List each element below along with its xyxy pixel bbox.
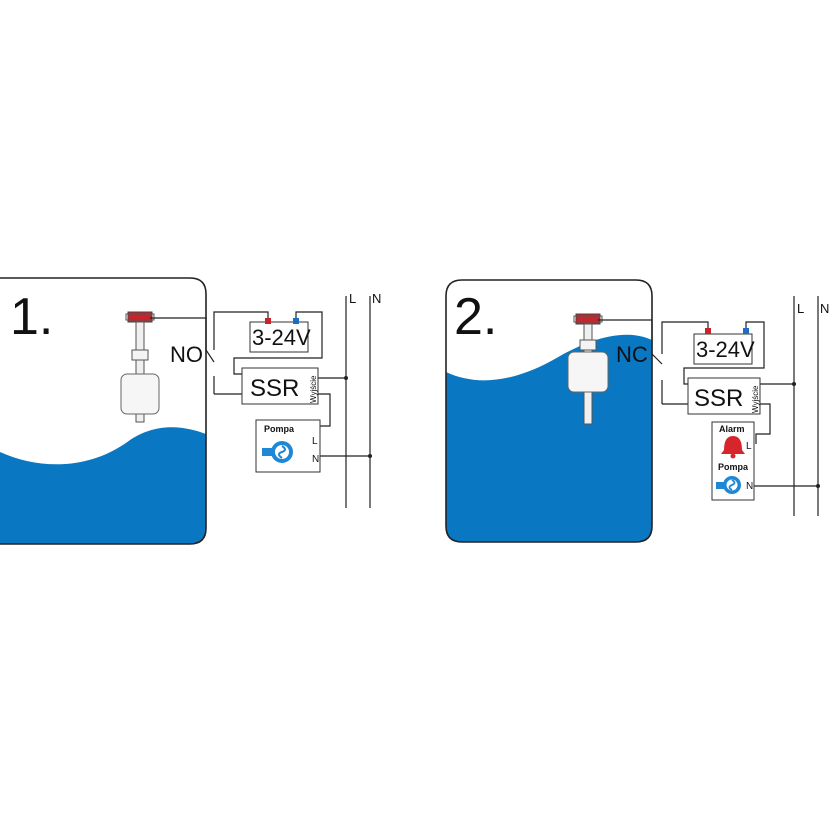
supply-box: 3-24V — [249, 318, 311, 353]
supply-label: 3-24V — [252, 325, 311, 350]
panel-1: 1. NO 3-24V — [0, 277, 381, 545]
terminal-n: N — [312, 454, 319, 465]
pump-label: Pompa — [264, 424, 295, 434]
alarm-label: Alarm — [719, 424, 745, 434]
tank-outline-1 — [0, 277, 207, 545]
relay-label: SSR — [250, 375, 299, 402]
switch-label: NC — [616, 342, 648, 367]
alarm-pump-box: Alarm L Pompa N — [711, 421, 755, 501]
supply-label: 3-24V — [696, 337, 755, 362]
supply-box: 3-24V — [693, 328, 755, 365]
pump-box: Pompa L N — [255, 419, 321, 473]
pump-label: Pompa — [718, 462, 749, 472]
panel-2: 2. NC 3-24V — [445, 279, 829, 543]
terminal-n: N — [746, 481, 753, 492]
line-n: N — [820, 301, 829, 316]
float-switch-icon — [567, 313, 609, 425]
pump-icon — [262, 441, 293, 463]
terminal-l: L — [746, 441, 752, 452]
panel-number: 2. — [454, 288, 497, 346]
line-n: N — [372, 291, 381, 306]
water-1 — [0, 427, 206, 544]
alarm-bell-icon — [721, 436, 745, 459]
switch-label: NO — [170, 342, 203, 367]
line-l: L — [797, 301, 804, 316]
terminal-l: L — [312, 436, 318, 447]
float-switch-icon — [120, 311, 160, 423]
ssr-box: SSR Wyjście — [687, 377, 761, 415]
wiring-2 — [598, 296, 820, 516]
panel-number: 1. — [10, 288, 53, 346]
tank-outline-2 — [445, 279, 653, 543]
pump-icon — [716, 476, 741, 494]
relay-output-label: Wyjście — [309, 375, 318, 403]
relay-output-label: Wyjście — [751, 385, 760, 413]
ssr-box: SSR Wyjście — [241, 367, 319, 405]
line-l: L — [349, 291, 356, 306]
relay-label: SSR — [694, 385, 743, 412]
tank-1 — [0, 277, 207, 545]
